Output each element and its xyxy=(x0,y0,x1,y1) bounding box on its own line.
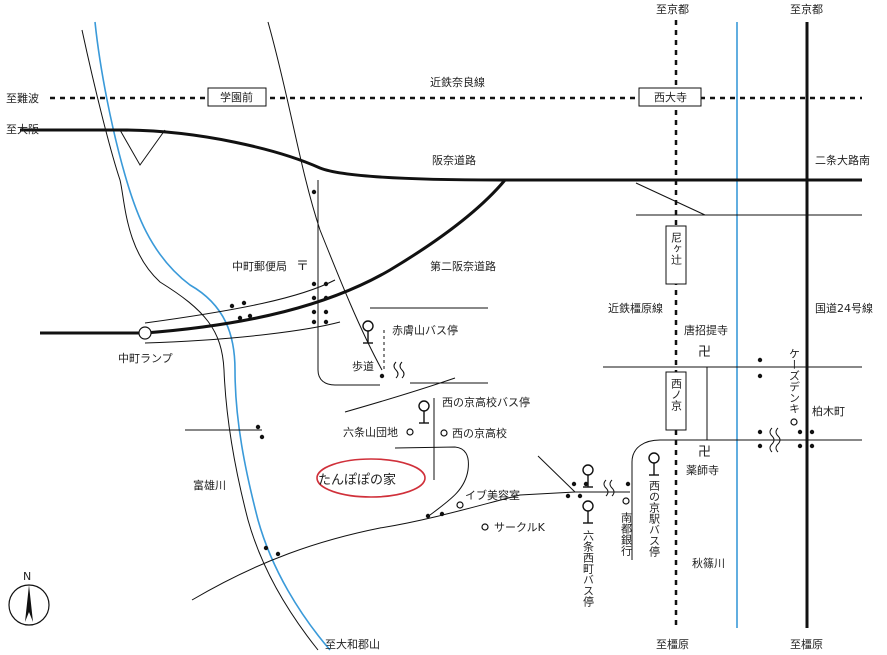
tanpopo-label[interactable]: たんぽぽの家 xyxy=(318,472,396,488)
amagatsuji-station xyxy=(665,225,687,285)
nakamachi-ramp-label: 中町ランプ xyxy=(118,352,173,365)
vertical-labels: 尼ヶ辻 西ノ京 六条西町バス停 西の京駅バス停 南都銀行 ケーズデンキ xyxy=(582,232,801,608)
kintetsu-kashihara-label: 近鉄橿原線 xyxy=(608,301,663,315)
temple-icon: 卍 xyxy=(698,345,711,360)
north-label: N xyxy=(23,570,31,583)
gakuenmae-station xyxy=(207,87,267,107)
dest-kyoto-2: 至京都 xyxy=(790,2,823,16)
nishinokyo-station-stop-label: 西の京駅バス停 xyxy=(648,480,661,558)
signal-dots xyxy=(229,189,815,557)
nishinokyo-station xyxy=(665,371,687,431)
eve-salon-label: イブ美容室 xyxy=(465,488,520,502)
dest-namba: 至難波 xyxy=(6,92,39,105)
nakamachi-post-label: 中町郵便局 xyxy=(232,260,287,273)
bus-stop-icon xyxy=(648,452,660,476)
tomio-river xyxy=(94,21,331,651)
sidewalk-label: 歩道 xyxy=(352,359,374,373)
station-boxes xyxy=(207,87,702,431)
gakuenmae-label: 学園前 xyxy=(220,90,253,104)
nishinokyo-hs-label: 西の京高校 xyxy=(452,426,507,440)
kintetsu-nara-label: 近鉄奈良線 xyxy=(430,75,485,89)
hanna-road xyxy=(20,128,862,182)
bus-stop-icon xyxy=(362,320,374,344)
akahadayama-stop-label: 赤膚山バス停 xyxy=(392,323,458,337)
dest-osaka: 至大阪 xyxy=(6,122,39,136)
labels: 至京都 至京都 至難波 至大阪 至大和郡山 至橿原 至橿原 近鉄奈良線 近鉄橿原… xyxy=(6,2,873,651)
hanna-road-label: 阪奈道路 xyxy=(432,153,476,167)
akishino-river-label: 秋篠川 xyxy=(692,556,725,570)
nakamachi-ramp-icon xyxy=(138,326,152,340)
bus-stop-icon xyxy=(418,400,430,424)
dest-yamatokoriyama: 至大和郡山 xyxy=(325,637,380,651)
circle-k-label: サークルK xyxy=(494,521,546,534)
second-hanna-label: 第二阪奈道路 xyxy=(430,259,496,273)
saidaiji-station xyxy=(638,87,702,107)
tanpopo-highlight[interactable] xyxy=(316,458,426,498)
kashiwagi-label: 柏木町 xyxy=(812,404,845,418)
yakushiji-label: 薬師寺 xyxy=(686,464,719,477)
railways xyxy=(50,20,862,630)
dest-kyoto-1: 至京都 xyxy=(656,2,689,16)
nishinokyo-hs-stop-label: 西の京高校バス停 xyxy=(442,395,530,409)
saidaiji-label: 西大寺 xyxy=(654,90,687,104)
major-roads xyxy=(20,22,862,628)
bus-stop-icon xyxy=(582,464,594,488)
landmark-markers xyxy=(406,418,798,531)
rokujo-nishimachi-stop-label: 六条西町バス停 xyxy=(582,530,595,608)
rokujo-danchi-label: 六条山団地 xyxy=(343,425,398,439)
post-office-icon: 〒 xyxy=(296,259,309,274)
ks-denki-label: ケーズデンキ xyxy=(788,348,801,414)
minor-roads xyxy=(81,21,862,651)
amagatsuji-label: 尼ヶ辻 xyxy=(670,232,683,265)
bridge-icon xyxy=(393,361,781,497)
dest-kashihara-1: 至橿原 xyxy=(656,638,689,651)
north-compass-icon xyxy=(8,584,50,626)
nijo-south-label: 二条大路南 xyxy=(815,153,870,167)
nanto-bank-label: 南都銀行 xyxy=(620,512,633,557)
dest-kashihara-2: 至橿原 xyxy=(790,638,823,651)
nishinokyo-label: 西ノ京 xyxy=(670,378,683,412)
second-hanna-road xyxy=(40,179,507,335)
temple-icon: 卍 xyxy=(698,445,711,460)
tomio-river-label: 富雄川 xyxy=(193,478,226,492)
route24-label: 国道24号線 xyxy=(815,301,873,315)
bus-stop-icon xyxy=(582,500,594,524)
toshodaiji-label: 唐招提寺 xyxy=(684,323,728,337)
